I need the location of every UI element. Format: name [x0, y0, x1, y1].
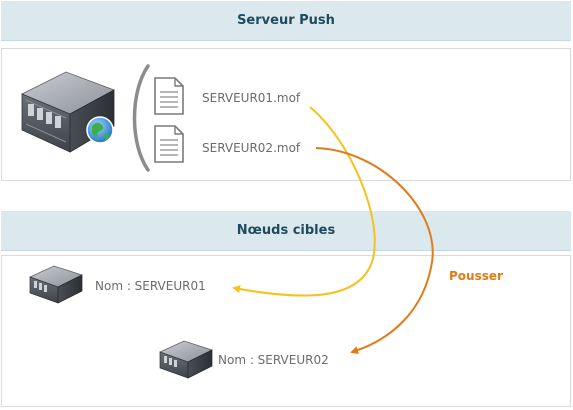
server-icon [29, 265, 83, 304]
target-node-label: Nom : SERVEUR02 [218, 353, 329, 367]
push-server-header: Serveur Push [1, 1, 571, 41]
push-label: Pousser [449, 269, 503, 283]
target-nodes-title: Nœuds cibles [236, 223, 336, 238]
document-icon [154, 125, 184, 163]
push-arrow-serveur02 [315, 147, 434, 355]
push-server-title: Serveur Push [237, 13, 335, 28]
file-group-bracket [132, 64, 150, 172]
config-file-label: SERVEUR02.mof [202, 141, 301, 155]
target-nodes-panel [1, 255, 571, 407]
push-arrow-serveur01 [232, 106, 376, 297]
target-nodes-header: Nœuds cibles [1, 211, 571, 251]
document-icon [154, 77, 184, 115]
target-node-label: Nom : SERVEUR01 [95, 279, 206, 293]
push-server-icon [21, 71, 115, 153]
server-icon [159, 340, 213, 379]
config-file-label: SERVEUR01.mof [202, 91, 301, 105]
